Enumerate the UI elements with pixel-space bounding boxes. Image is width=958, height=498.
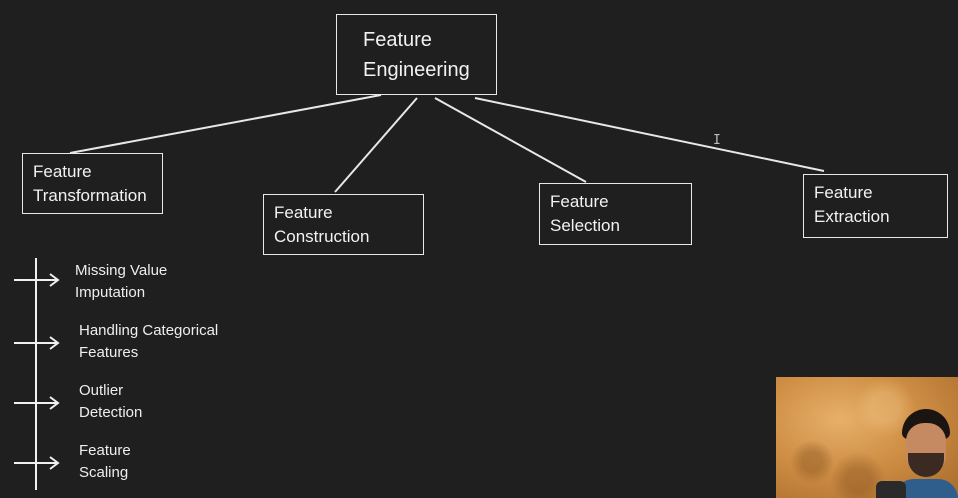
root-node-line1: Feature bbox=[363, 29, 432, 51]
list-item-line2: Detection bbox=[79, 404, 143, 421]
list-item-outlier-detection: Outlier Detection bbox=[79, 380, 142, 424]
node-feature-construction: Feature Construction bbox=[263, 194, 424, 255]
node-label-line1: Feature bbox=[33, 162, 92, 181]
presenter-webcam bbox=[776, 377, 958, 498]
text-cursor-icon: I bbox=[713, 133, 721, 148]
node-label-line2: Construction bbox=[274, 227, 370, 246]
root-node-feature-engineering: Feature Engineering bbox=[336, 14, 497, 95]
presenter-shirt bbox=[894, 479, 958, 498]
list-item-handling-categorical-features: Handling Categorical Features bbox=[79, 320, 218, 364]
node-feature-transformation: Feature Transformation bbox=[22, 153, 163, 214]
list-item-line2: Scaling bbox=[79, 464, 129, 481]
root-node-line2: Engineering bbox=[363, 59, 470, 81]
node-label-line2: Extraction bbox=[814, 207, 890, 226]
list-item-missing-value-imputation: Missing Value Imputation bbox=[75, 260, 167, 304]
list-item-feature-scaling: Feature Scaling bbox=[79, 440, 131, 484]
presenter-chair bbox=[876, 481, 906, 498]
presenter bbox=[894, 409, 958, 498]
node-feature-extraction: Feature Extraction bbox=[803, 174, 948, 238]
node-feature-selection: Feature Selection bbox=[539, 183, 692, 245]
list-item-line1: Handling Categorical bbox=[79, 322, 219, 339]
list-item-line1: Missing Value bbox=[75, 262, 168, 279]
node-label-line2: Selection bbox=[550, 216, 620, 235]
list-item-line1: Outlier bbox=[79, 382, 124, 399]
node-label-line1: Feature bbox=[814, 183, 873, 202]
list-item-line2: Features bbox=[79, 344, 139, 361]
list-item-line2: Imputation bbox=[75, 284, 146, 301]
node-label-line2: Transformation bbox=[33, 186, 147, 205]
presenter-beard bbox=[908, 453, 944, 477]
node-label-line1: Feature bbox=[550, 192, 609, 211]
node-label-line1: Feature bbox=[274, 203, 333, 222]
list-item-line1: Feature bbox=[79, 442, 131, 459]
